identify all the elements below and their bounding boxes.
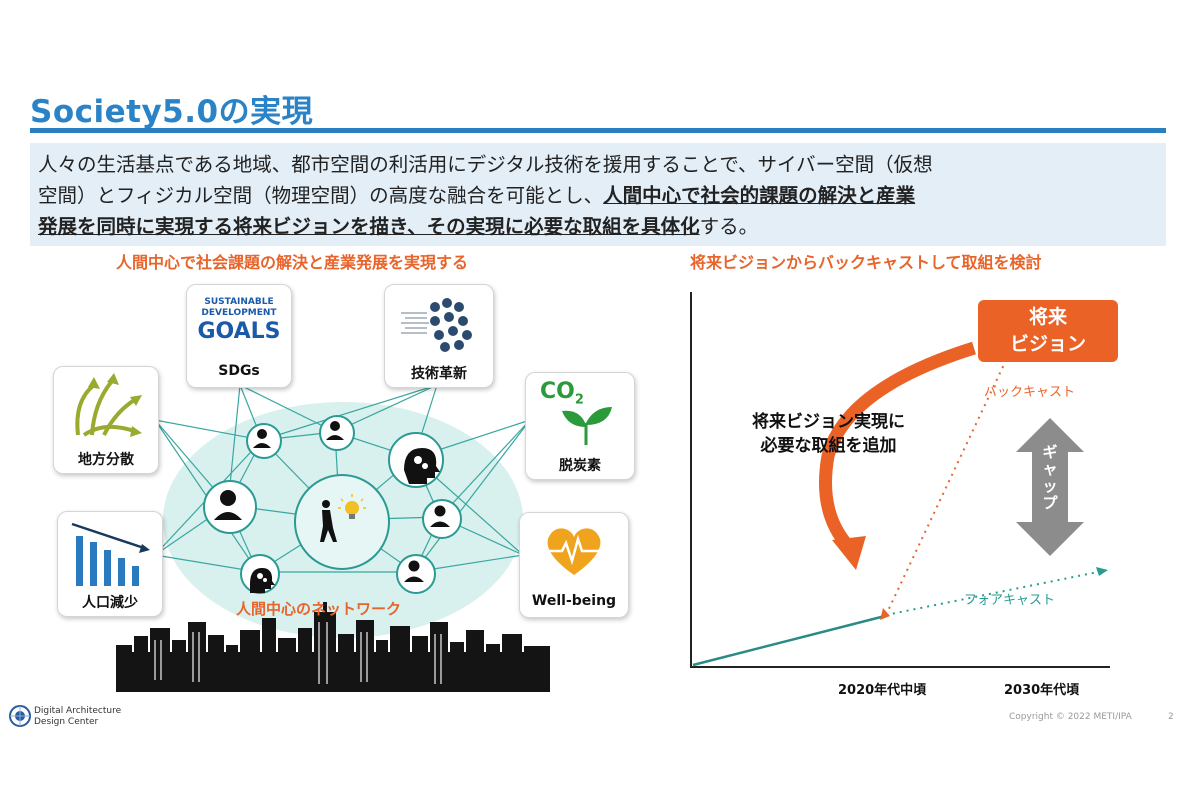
copyright: Copyright © 2022 METI/IPA: [1009, 712, 1132, 722]
network-label: 人間中心のネットワーク: [236, 600, 402, 618]
co2-logo: CO2: [540, 379, 584, 407]
intro-line1: 人々の生活基点である地域、都市空間の利活用にデジタル技術を援用することで、サイバ…: [38, 153, 933, 176]
card-wellbeing: Well-being: [519, 512, 629, 618]
person-icon: [214, 490, 242, 520]
curved-arrow-body: [819, 341, 976, 551]
add-line1: 将来ビジョン実現に: [752, 412, 905, 432]
intro-line3-emphasis: 発展を同時に実現する将来ビジョンを描き、その実現に必要な取組を具体化: [38, 215, 700, 238]
card-label-tech: 技術革新: [411, 366, 467, 382]
sdgs-logo-line2: DEVELOPMENT: [201, 308, 277, 318]
left-section-title: 人間中心で社会課題の解決と産業発展を実現する: [116, 253, 469, 272]
person-icon: [253, 429, 271, 448]
backcast-arrowhead: [880, 608, 890, 620]
head-gears-icon: [250, 568, 275, 593]
vision-line1: 将来: [1028, 306, 1067, 328]
head-gears-icon: [404, 448, 440, 484]
gap-double-arrow: [1016, 418, 1084, 556]
card-decarbon: CO2 脱炭素: [525, 372, 635, 480]
forecast-arrowhead: [1096, 567, 1108, 576]
page-number: 2: [1168, 712, 1174, 722]
card-regional: 地方分散: [53, 366, 159, 474]
card-label-population: 人口減少: [82, 595, 138, 611]
person-node: [396, 554, 436, 594]
forecast-line: [885, 571, 1099, 616]
slide-title: Society5.0の実現: [30, 94, 314, 130]
dispersal-arrows-icon: [75, 373, 142, 437]
walking-person-icon: [320, 500, 337, 542]
person-node: [319, 415, 355, 451]
org-line1: Digital Architecture: [34, 706, 122, 716]
future-vision-text: 将来 ビジョン: [978, 304, 1118, 358]
card-sdgs: SUSTAINABLE DEVELOPMENT GOALS SDGs: [186, 284, 292, 388]
declining-bars-icon: [71, 522, 150, 586]
intro-box: 人々の生活基点である地域、都市空間の利活用にデジタル技術を援用することで、サイバ…: [30, 143, 1166, 246]
x-tick-2020s: 2020年代中頃: [838, 683, 927, 698]
card-tech: 技術革新: [384, 284, 494, 388]
intro-line3: する。: [699, 215, 759, 238]
backcast-label: バックキャスト: [984, 385, 1076, 400]
sprout-icon: [562, 407, 612, 445]
person-icon: [430, 505, 450, 527]
lightbulb-icon: [338, 494, 366, 519]
card-label-regional: 地方分散: [78, 452, 134, 468]
add-line2: 必要な取組を追加: [760, 436, 897, 456]
heart-pulse-icon: [547, 528, 601, 575]
card-label-sdgs: SDGs: [218, 363, 260, 379]
card-population: 人口減少: [57, 511, 163, 617]
co2-text: CO: [540, 379, 575, 404]
intro-text: 人々の生活基点である地域、都市空間の利活用にデジタル技術を援用することで、サイバ…: [38, 149, 1148, 242]
central-person-node: [294, 474, 390, 570]
future-vision-box: 将来 ビジョン: [978, 300, 1118, 362]
person-node: [203, 480, 257, 534]
title-rule: [30, 128, 1166, 133]
intro-line2-emphasis: 人間中心で社会的課題の解決と産業: [603, 184, 916, 207]
curved-arrow-head: [832, 536, 866, 570]
right-section-title: 将来ビジョンからバックキャストして取組を検討: [690, 253, 1042, 272]
co2-subscript: 2: [574, 392, 584, 408]
forecast-label: フォアキャスト: [964, 593, 1056, 608]
person-icon: [326, 421, 344, 440]
gap-label: ギャップ: [1042, 443, 1058, 512]
card-label-wellbeing: Well-being: [531, 593, 617, 609]
x-tick-2030s: 2030年代頃: [1004, 683, 1080, 698]
person-icon: [404, 560, 424, 582]
city-skyline: [116, 602, 550, 692]
card-label-decarbon: 脱炭素: [559, 458, 601, 474]
org-line2: Design Center: [34, 717, 99, 727]
backcast-line: [885, 355, 1009, 616]
sdgs-logo: SUSTAINABLE DEVELOPMENT GOALS: [195, 297, 283, 345]
trend-line: [692, 614, 886, 667]
add-initiatives-text: 将来ビジョン実現に 必要な取組を追加: [752, 410, 905, 458]
sdgs-logo-line3: GOALS: [197, 319, 281, 344]
intro-line2: 空間）とフィジカル空間（物理空間）の高度な融合を可能とし、: [38, 184, 604, 207]
person-node: [246, 423, 282, 459]
person-node: [422, 499, 462, 539]
skyline-windows: [154, 622, 442, 684]
footer-org-name: Digital Architecture Design Center: [34, 706, 121, 728]
circuit-brain-icon: [401, 298, 472, 352]
vision-line2: ビジョン: [1009, 333, 1086, 355]
dadc-logo-icon: [9, 705, 31, 727]
sdgs-logo-line1: SUSTAINABLE: [204, 297, 274, 307]
